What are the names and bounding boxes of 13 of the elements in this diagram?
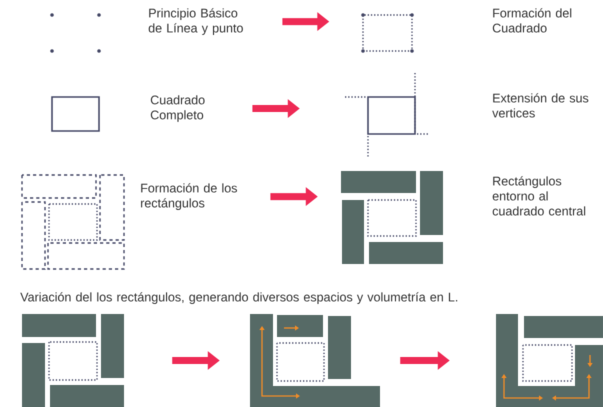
step-label: Cuadrado Completo xyxy=(150,95,205,122)
dotted-square xyxy=(361,13,414,53)
caption: Rectángulos entorno al cuadrado central xyxy=(492,176,586,216)
extend-drawing xyxy=(345,73,429,157)
step-label: Formación de los rectángulos xyxy=(141,183,237,210)
var2-drawing xyxy=(250,314,380,407)
caption: Extensión de sus vertices xyxy=(492,93,588,118)
pinwheel-drawing xyxy=(341,171,443,264)
var3-drawing xyxy=(496,314,603,407)
caption: Formación del Cuadrado xyxy=(492,8,572,33)
step-label: Principio Básico de Línea y punto xyxy=(148,8,243,35)
var1-drawing xyxy=(22,314,124,407)
caption: Variación del los rectángulos, generando diversos espacios y volumetría en L. xyxy=(20,292,458,304)
